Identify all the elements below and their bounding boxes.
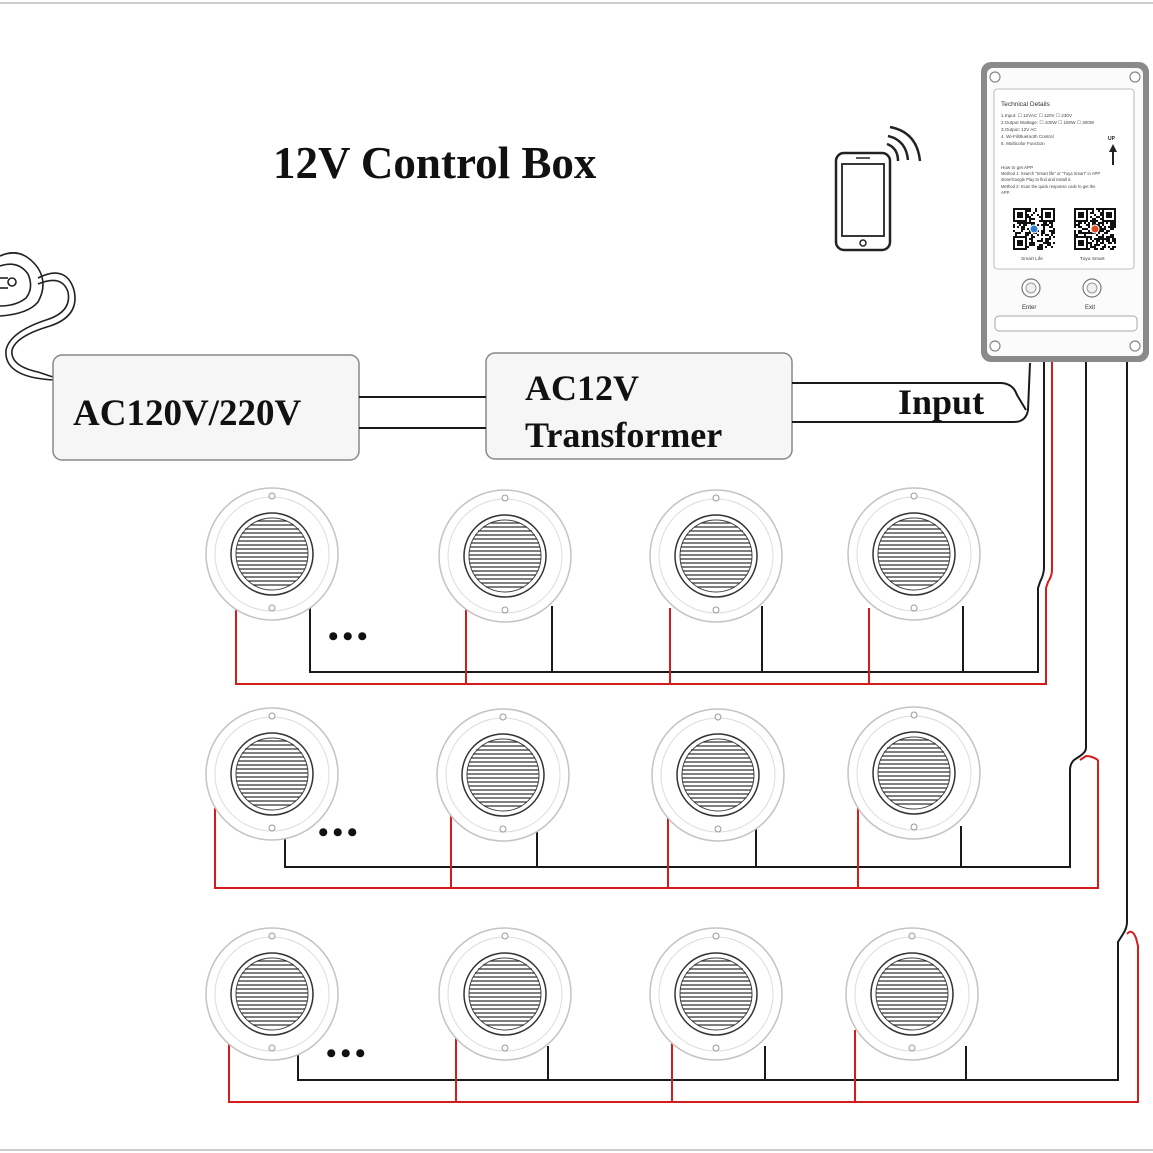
controller-output-wires xyxy=(284,362,1128,1081)
app-instruction-line: APP. xyxy=(1001,190,1010,195)
recessed-deck-light-icon xyxy=(205,927,339,1061)
recessed-deck-light-icon xyxy=(649,489,783,623)
app-instruction-line: Method 1: Search "Smart life" or "Tuya S… xyxy=(1001,171,1100,176)
up-arrow-icon xyxy=(1109,144,1117,165)
recessed-deck-light-icon xyxy=(438,489,572,623)
row-2-ellipsis: ••• xyxy=(318,816,362,849)
spec-line: 1.Input: ☐ 12VAC ☐ 120V ☐ 230V xyxy=(1001,113,1073,118)
tech-details-heading: Technical Details xyxy=(1001,101,1051,108)
ac-source-label: AC120V/220V xyxy=(73,393,301,434)
recessed-deck-light-icon xyxy=(845,927,979,1061)
enter-button[interactable] xyxy=(1021,278,1041,298)
recessed-deck-light-icon xyxy=(847,706,981,840)
qr-code-tuya-smart-icon xyxy=(1073,207,1117,251)
transformer-box xyxy=(485,352,793,460)
input-label: Input xyxy=(898,382,984,422)
recessed-deck-light-icon xyxy=(205,487,339,621)
qr-label-tuya-smart: Tuya Smart xyxy=(1080,256,1105,262)
control-box-slot xyxy=(994,315,1138,332)
ac-source-box xyxy=(52,354,360,461)
source-to-transformer-wires xyxy=(359,396,486,429)
control-box: Technical Details 1.Input: ☐ 12VAC ☐ 120… xyxy=(981,62,1149,362)
spec-line: 3.Output: 12V AC xyxy=(1001,127,1037,132)
app-instruction-line: How to get APP xyxy=(1001,165,1033,170)
red-return-wires xyxy=(214,362,1139,1103)
qr-code-smart-life-icon xyxy=(1012,207,1056,251)
recessed-deck-light-icon xyxy=(847,487,981,621)
power-plug-icon xyxy=(0,252,76,381)
transformer-to-controller-wires xyxy=(792,362,1031,423)
enter-button-label: Enter xyxy=(1022,305,1036,311)
spec-line: 2.Output Wattage: ☐ 100W ☐ 150W ☐ 300W xyxy=(1001,120,1095,125)
transformer-label-line1: AC12V xyxy=(525,368,639,408)
diagram-title: 12V Control Box xyxy=(273,138,597,188)
light-row-3 xyxy=(205,927,979,1061)
qr-label-smart-life: Smart Life xyxy=(1021,256,1043,262)
row-3-ellipsis: ••• xyxy=(326,1037,370,1070)
smartphone-wifi-icon xyxy=(834,125,922,252)
up-label: UP xyxy=(1108,136,1116,142)
recessed-deck-light-icon xyxy=(436,708,570,842)
recessed-deck-light-icon xyxy=(649,927,783,1061)
recessed-deck-light-icon xyxy=(651,708,785,842)
exit-button-label: Exit xyxy=(1085,305,1095,311)
exit-button[interactable] xyxy=(1082,278,1102,298)
spec-line: 5. Multicolor Function xyxy=(1001,141,1045,146)
recessed-deck-light-icon xyxy=(438,927,572,1061)
row-1-ellipsis: ••• xyxy=(328,620,372,653)
light-row-1 xyxy=(205,487,981,623)
app-instruction-line: store/Google Play to find and install it… xyxy=(1001,177,1071,182)
transformer-label-line2: Transformer xyxy=(525,415,722,455)
spec-line: 4. Wi-Fi/Bluetooth Control xyxy=(1001,134,1054,139)
app-instruction-line: Method 2: Scan the quick response code t… xyxy=(1001,184,1096,189)
